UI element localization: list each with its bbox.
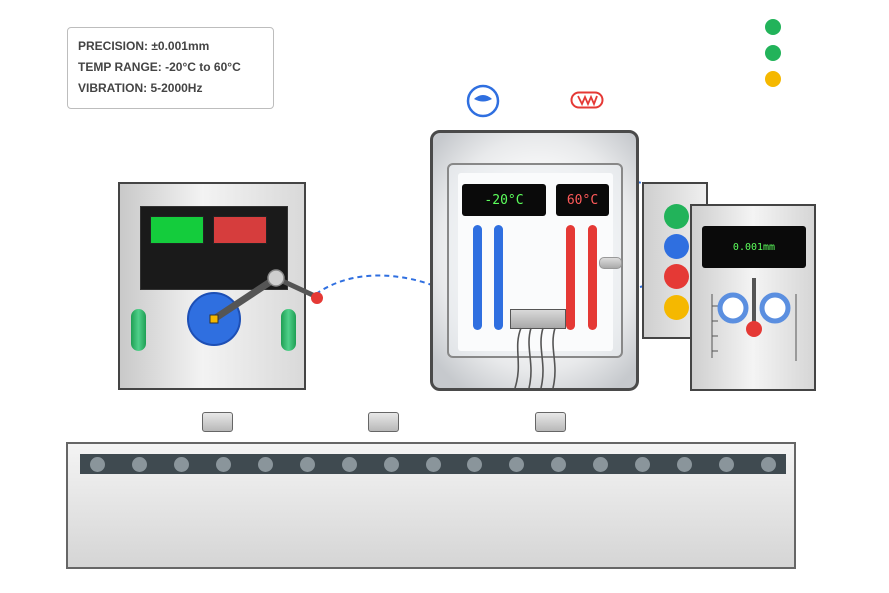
hot-temp-value: 60°C — [566, 192, 599, 208]
conveyor-roller — [299, 457, 315, 472]
cold-tube-2 — [494, 225, 503, 330]
conveyor-block-1[interactable] — [202, 412, 233, 432]
spec-panel: PRECISION: ±0.001mm TEMP RANGE: -20°C to… — [67, 27, 274, 109]
chamber-door-handle[interactable] — [599, 257, 622, 269]
cold-temp-value: -20°C — [484, 192, 524, 208]
cold-temp-display: -20°C — [462, 184, 546, 216]
status-light-3 — [765, 71, 781, 87]
left-indicator-red — [213, 216, 267, 244]
red-button[interactable] — [664, 264, 689, 289]
conveyor-roller — [593, 457, 609, 472]
spec-vibration: VIBRATION: 5-2000Hz — [78, 81, 203, 95]
conveyor-roller — [341, 457, 357, 472]
cold-tube-1 — [473, 225, 482, 330]
conveyor-roller — [215, 457, 231, 472]
conveyor-roller — [719, 457, 735, 472]
status-light-2 — [765, 45, 781, 61]
conveyor-roller — [173, 457, 189, 472]
conveyor-roller — [509, 457, 525, 472]
conveyor-roller — [425, 457, 441, 472]
gauge-mechanism[interactable] — [692, 206, 818, 393]
cable-bundle — [514, 327, 556, 388]
rotary-arm[interactable] — [120, 184, 323, 392]
thermal-chamber: -20°C 60°C — [430, 130, 639, 391]
hot-tube-1 — [566, 225, 575, 330]
conveyor-roller — [257, 457, 273, 472]
conveyor-base — [66, 442, 796, 569]
hot-tube-2 — [588, 225, 597, 330]
green-button[interactable] — [664, 204, 689, 229]
conveyor-roller — [383, 457, 399, 472]
conveyor-block-2[interactable] — [368, 412, 399, 432]
left-machine-screen — [140, 206, 288, 290]
conveyor-block-3[interactable] — [535, 412, 566, 432]
conveyor-roller — [467, 457, 483, 472]
hot-temp-display: 60°C — [556, 184, 609, 216]
left-indicator-green — [150, 216, 204, 244]
precision-gauge-machine: 0.001mm — [690, 204, 816, 391]
spec-precision: PRECISION: ±0.001mm — [78, 39, 210, 53]
conveyor-belt[interactable] — [80, 454, 786, 474]
status-light-1 — [765, 19, 781, 35]
conveyor-roller — [131, 457, 147, 472]
conveyor-roller — [761, 457, 776, 472]
precision-display: 0.001mm — [702, 226, 806, 268]
vibration-wave-icon[interactable] — [570, 91, 604, 109]
left-fixture-machine — [118, 182, 323, 392]
conveyor-roller — [90, 457, 105, 472]
right-side-grip — [281, 309, 296, 351]
conveyor-roller — [677, 457, 693, 472]
precision-readout: 0.001mm — [732, 241, 776, 253]
spec-temp-range: TEMP RANGE: -20°C to 60°C — [78, 60, 241, 74]
yellow-button[interactable] — [664, 295, 689, 320]
conveyor-roller — [635, 457, 651, 472]
blue-button[interactable] — [664, 234, 689, 259]
eye-icon[interactable] — [466, 84, 500, 118]
cable-manifold — [510, 309, 566, 329]
left-side-grip — [131, 309, 146, 351]
conveyor-roller — [551, 457, 567, 472]
